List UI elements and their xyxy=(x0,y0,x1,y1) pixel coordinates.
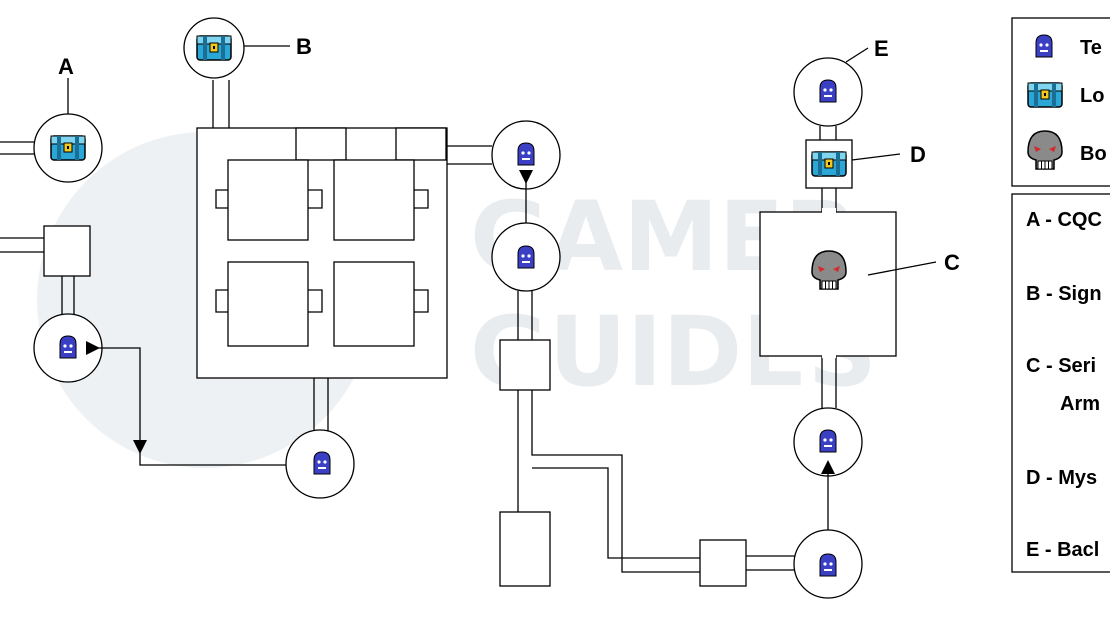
grid-room xyxy=(227,159,309,241)
legend-key-c-cont: Arm xyxy=(1060,393,1100,415)
room xyxy=(43,225,91,277)
locker-chest-icon xyxy=(811,151,847,177)
grid-room xyxy=(333,261,415,347)
locker-chest-icon xyxy=(1027,82,1063,108)
teleporter-icon xyxy=(819,553,837,577)
legend-key-a: A - CQC xyxy=(1026,209,1102,231)
point-label-c: C xyxy=(944,250,960,275)
legend-icon-label: Lo xyxy=(1080,85,1104,107)
legend-key-box xyxy=(1011,193,1110,573)
grid-cluster xyxy=(183,17,492,499)
middle-cluster xyxy=(491,120,800,587)
legend: Te Lo Bo A - CQC B - Sign C - Seri Arm D… xyxy=(1011,17,1110,573)
point-label-e: E xyxy=(874,36,889,61)
watermark: GAMER GUIDES xyxy=(37,132,877,468)
legend-icon-label: Te xyxy=(1080,37,1102,59)
legend-key-c: C - Seri xyxy=(1026,355,1096,377)
point-label-d: D xyxy=(910,142,926,167)
grid-room xyxy=(227,261,309,347)
legend-key-d: D - Mys xyxy=(1026,467,1097,489)
teleporter-icon xyxy=(1035,34,1053,58)
teleporter-icon xyxy=(819,429,837,453)
locker-chest-icon xyxy=(50,135,86,161)
point-label-b: B xyxy=(296,34,312,59)
right-cluster xyxy=(759,57,897,599)
teleporter-icon xyxy=(517,245,535,269)
teleporter-icon xyxy=(313,451,331,475)
legend-key-e: E - Bacl xyxy=(1026,539,1099,561)
left-cluster xyxy=(0,113,304,472)
legend-icon-label: Bo xyxy=(1080,143,1107,165)
point-label-a: A xyxy=(58,54,74,79)
teleporter-icon xyxy=(819,79,837,103)
locker-chest-icon xyxy=(196,35,232,61)
legend-key-b: B - Sign xyxy=(1026,283,1102,305)
teleporter-icon xyxy=(59,335,77,359)
grid-room xyxy=(333,159,415,241)
point-labels: A B C D E xyxy=(58,34,960,276)
teleporter-icon xyxy=(517,142,535,166)
